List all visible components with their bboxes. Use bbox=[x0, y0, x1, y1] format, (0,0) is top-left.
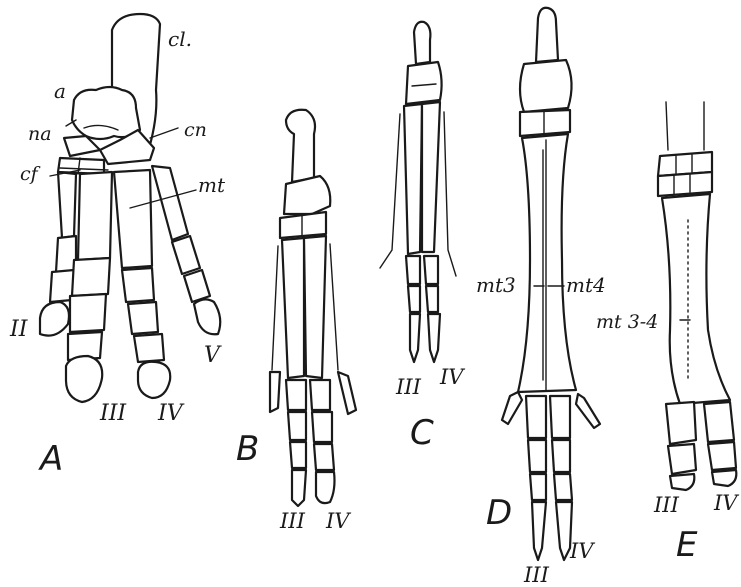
e-digit-iii-phalanx-1 bbox=[666, 402, 696, 444]
digit-iv-phalanx-3 bbox=[134, 334, 164, 362]
d-digit-iv-phalanx-1 bbox=[550, 396, 570, 438]
b-digit-iii-phalanx-3 bbox=[290, 442, 306, 468]
panel-c-foot bbox=[380, 22, 456, 362]
e-cannon-bone bbox=[662, 194, 730, 404]
d-digit-iii-phalanx-3 bbox=[530, 474, 546, 500]
digit-iii-phalanx-2 bbox=[70, 294, 106, 332]
b-tarsals bbox=[280, 212, 326, 238]
e-tarsal-row-lower bbox=[658, 172, 712, 196]
c-calcaneum bbox=[414, 22, 430, 64]
e-digit-label-iv: IV bbox=[713, 491, 739, 515]
c-digit-label-iv: IV bbox=[439, 365, 465, 389]
label-mt3: mt3 bbox=[476, 273, 516, 297]
label-cl: cl. bbox=[168, 27, 192, 51]
digit-iii-ungual bbox=[66, 356, 102, 402]
b-digit-iv-phalanx-3 bbox=[314, 444, 334, 470]
b-metatarsal-iii bbox=[282, 238, 304, 378]
c-digit-label-iii: III bbox=[395, 375, 422, 399]
d-digit-iii-phalanx-2 bbox=[528, 440, 546, 472]
d-digit-iv-phalanx-3 bbox=[554, 474, 572, 500]
d-digit-iv-phalanx-2 bbox=[552, 440, 570, 472]
b-metatarsal-iv bbox=[304, 236, 326, 378]
b-digit-iv-ungual bbox=[316, 472, 335, 503]
c-digit-iii-phalanx-2 bbox=[408, 286, 420, 312]
c-metatarsal-iii bbox=[404, 104, 422, 254]
panel-b-foot bbox=[270, 110, 356, 506]
panel-letter-c: C bbox=[410, 413, 434, 453]
digit-iv-phalanx-2 bbox=[128, 302, 158, 334]
label-cf: cf bbox=[20, 163, 41, 185]
d-astragalus bbox=[520, 60, 572, 112]
d-digit-iii-ungual bbox=[532, 502, 546, 560]
astragalus-bone bbox=[72, 87, 140, 139]
b-side-digit-right bbox=[338, 372, 356, 414]
digit-iv-phalanx-1 bbox=[122, 268, 154, 302]
e-digit-iii-phalanx-2 bbox=[668, 444, 696, 474]
c-digit-iii-ungual bbox=[410, 314, 420, 362]
panel-letter-b: B bbox=[236, 429, 259, 469]
e-digit-iv-ungual bbox=[712, 470, 736, 486]
panel-a-foot bbox=[40, 14, 220, 402]
label-cn: cn bbox=[184, 119, 207, 141]
d-side-digit-left bbox=[502, 392, 522, 424]
digit-label-iv: IV bbox=[157, 401, 185, 426]
e-digit-iii-ungual bbox=[670, 474, 694, 490]
panel-letter-e: E bbox=[676, 525, 698, 565]
digit-v-phalanx-1 bbox=[172, 236, 200, 274]
b-digit-iv-phalanx-1 bbox=[310, 380, 330, 410]
cuneiform-bone bbox=[58, 158, 104, 174]
e-digit-iv-phalanx-1 bbox=[704, 402, 734, 442]
b-calcaneum bbox=[286, 110, 315, 182]
d-digit-iii-phalanx-1 bbox=[526, 396, 546, 438]
c-digit-iii-phalanx-1 bbox=[406, 256, 420, 284]
panel-letter-d: D bbox=[486, 493, 512, 533]
b-digit-label-iii: III bbox=[279, 509, 306, 533]
metatarsal-iv bbox=[114, 170, 152, 268]
c-metatarsal-iv bbox=[422, 102, 440, 252]
b-digit-iii-ungual bbox=[292, 470, 306, 506]
b-side-digit-left bbox=[270, 372, 280, 412]
c-digit-iv-phalanx-2 bbox=[426, 286, 438, 312]
b-digit-label-iv: IV bbox=[325, 509, 351, 533]
c-tarsal-block bbox=[406, 62, 442, 104]
b-digit-iii-phalanx-1 bbox=[286, 380, 306, 410]
e-digit-iv-phalanx-2 bbox=[708, 442, 736, 470]
digit-iv-ungual bbox=[138, 362, 170, 398]
c-digit-iv-phalanx-1 bbox=[424, 256, 438, 284]
d-cannon-bone bbox=[518, 134, 576, 392]
metatarsal-v bbox=[152, 166, 188, 240]
digit-v-ungual bbox=[194, 299, 220, 334]
panel-e-foot bbox=[658, 102, 736, 490]
d-digit-label-iii: III bbox=[523, 563, 550, 587]
b-digit-iii-phalanx-2 bbox=[288, 412, 306, 440]
label-na: na bbox=[28, 123, 52, 145]
digit-v-phalanx-2 bbox=[184, 270, 210, 302]
e-digit-label-iii: III bbox=[653, 493, 680, 517]
metatarsal-ii bbox=[58, 172, 76, 238]
d-tarsals bbox=[520, 110, 570, 136]
digit-ii-ungual bbox=[40, 302, 69, 336]
label-mt34: mt 3-4 bbox=[596, 311, 658, 333]
d-digit-label-iv: IV bbox=[569, 539, 595, 563]
b-digit-iv-phalanx-2 bbox=[312, 412, 332, 442]
d-calcaneum bbox=[536, 8, 558, 62]
d-side-digit-right bbox=[576, 394, 600, 428]
digit-label-ii: II bbox=[9, 317, 29, 342]
c-digit-iv-ungual bbox=[428, 314, 440, 362]
label-a: a bbox=[54, 79, 66, 103]
label-mt4: mt4 bbox=[566, 273, 606, 297]
panel-letter-a: A bbox=[38, 439, 63, 479]
digit-label-iii: III bbox=[99, 401, 127, 426]
digit-label-v: V bbox=[204, 343, 222, 368]
digit-iii-phalanx-1 bbox=[72, 258, 110, 296]
label-mt: mt bbox=[198, 173, 226, 197]
metatarsal-iii bbox=[78, 172, 112, 260]
